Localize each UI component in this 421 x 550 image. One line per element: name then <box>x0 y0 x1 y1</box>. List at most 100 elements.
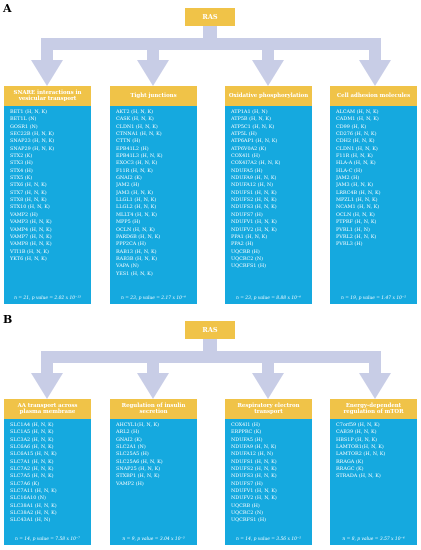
card-title: Cell adhesion molecules <box>330 86 417 106</box>
gene-item: STX10 (H, N, K) <box>10 204 50 211</box>
gene-item: JAM2 (H) <box>116 182 140 189</box>
gene-item: NDUFA9 (H, N, K) <box>231 175 277 182</box>
panel-b-root-node: RAS <box>185 321 235 339</box>
gene-item: ATP6AP1 (H, N, K) <box>231 138 278 145</box>
gene-item: JAM3 (H, N, K) <box>116 189 154 196</box>
arrow-head <box>31 60 63 86</box>
gene-item: STX3 (H) <box>10 160 33 167</box>
gene-item: SLC25A5 (H) <box>116 451 149 458</box>
gene-item: ATP6V0A2 (K) <box>231 145 267 152</box>
gene-item: NDUFA5 (H) <box>231 436 263 443</box>
panel-b-card-insulin-secretion: Regulation of insulin secretion AHCYL1(H… <box>110 399 197 545</box>
gene-item: NDUFV1 (H, N, K) <box>231 488 277 495</box>
gene-list: ATP1A1 (H, N)ATP5B (H, N, K)ATP5C1 (H, N… <box>225 106 312 271</box>
gene-item: LAMTOR2 (H, N, K) <box>336 451 386 458</box>
gene-item: UQCRFS1 (H) <box>231 517 267 524</box>
arrow-drop <box>369 48 381 60</box>
gene-item: PPA2 (H) <box>231 241 254 248</box>
gene-item: STRADA (H, N, K) <box>336 473 381 480</box>
gene-item: NDUFS3 (H, N, K) <box>231 473 277 480</box>
gene-item: CLDN1 (H, N, K) <box>336 145 378 152</box>
arrow-drop <box>369 361 381 373</box>
panel-a-card-cell-adhesion: Cell adhesion molecules ALCAM (H, N, K)C… <box>330 86 417 304</box>
gene-item: NDUFA12 (H, N) <box>231 451 274 458</box>
gene-item: VAMP7 (H, N, K) <box>10 233 52 240</box>
panel-a-letter: A <box>3 2 12 15</box>
gene-item: MPP5 (H) <box>116 219 141 226</box>
gene-item: STX5 (K) <box>10 175 33 182</box>
gene-item: VAMP2 (H) <box>116 480 144 487</box>
gene-item: AKT2 (H, N, K) <box>116 109 154 115</box>
gene-item: NDUFS7 (H) <box>231 480 263 487</box>
arrow-bar <box>41 38 381 50</box>
arrow-head <box>137 373 169 399</box>
gene-item: NDUFS2 (H, N, K) <box>231 466 277 473</box>
gene-item: LAMTOR1(H, N, K) <box>336 444 384 451</box>
gene-item: SLC7A6 (K) <box>10 480 40 487</box>
gene-item: UQCRB (H) <box>231 248 260 255</box>
arrow-drop <box>262 361 274 373</box>
arrow-drop <box>147 48 159 60</box>
gene-item: RAB3B (H, N, K) <box>116 255 157 262</box>
gene-item: PVRL2 (H, N, K) <box>336 233 377 240</box>
arrow-head <box>252 373 284 399</box>
panel-a-card-snare: SNARE interactions in vesicular transpor… <box>4 86 91 304</box>
gene-item: NDUFS1 (H, N, K) <box>231 458 277 465</box>
gene-item: YKT6 (H, N, K) <box>10 255 47 262</box>
gene-item: SLC6A6 (H, N, K) <box>10 444 54 451</box>
gene-item: SLC2A1 (N) <box>116 444 146 451</box>
gene-item: SLC7A11 (H, N, K) <box>10 488 57 495</box>
card-title: Regulation of insulin secretion <box>110 399 197 419</box>
gene-item: SLC38A2 (H, N, K) <box>10 510 57 517</box>
card-stat: n = 23, p value = 8.88 x 10⁻⁶ <box>236 296 301 301</box>
gene-item: SLC1A4 (H, N, K) <box>10 422 54 428</box>
gene-item: ATP1A1 (H, N) <box>231 109 268 115</box>
gene-item: YES1 (H, N, K) <box>116 270 153 277</box>
arrow-drop <box>147 361 159 373</box>
gene-item: SLC38A1 (H, N, K) <box>10 502 57 509</box>
gene-item: RRAGC (K) <box>336 466 364 473</box>
gene-item: PTPRF (H, N, K) <box>336 219 377 226</box>
panel-a-card-oxidative-phosphorylation: Oxidative phosphorylation ATP1A1 (H, N)A… <box>225 86 312 304</box>
card-stat: n = 21, p value = 2.02 x 10⁻¹³ <box>14 296 81 301</box>
gene-item: VAMP3 (H, N, K) <box>10 219 52 226</box>
gene-item: ARL2 (H) <box>116 429 140 436</box>
arrow-bar <box>41 351 381 363</box>
gene-item: VAMP4 (H, N, K) <box>10 226 52 233</box>
gene-item: EPB41L3 (H, N, K) <box>116 153 163 160</box>
gene-item: NCAM1 (H, N, K) <box>336 204 380 211</box>
gene-list: COX4I1 (H)ERPPRC (K)NDUFA5 (H)NDUFA9 (H,… <box>225 419 312 525</box>
gene-item: NDUFS1 (H, N, K) <box>231 189 277 196</box>
panel-b-letter: B <box>3 313 13 326</box>
gene-item: HLA-C (H) <box>336 167 363 174</box>
gene-item: CASK (H, N, K) <box>116 116 154 123</box>
panel-b-card-mtor-regulation: Energy-dependent regulation of mTOR C7or… <box>330 399 417 545</box>
gene-item: SLC7A5 (H, N, K) <box>10 473 54 480</box>
gene-item: COX4I1 (H) <box>231 153 260 160</box>
gene-item: SNAP29 (H, N, K) <box>10 145 55 152</box>
gene-item: ALCAM (H, N, K) <box>336 109 379 115</box>
card-stat: n = 14, p value = 3.56 x 10⁻⁵ <box>236 537 301 542</box>
gene-item: NDUFV1 (H, N, K) <box>231 219 277 226</box>
card-title: SNARE interactions in vesicular transpor… <box>4 86 91 106</box>
gene-item: STXBP1 (H, N, K) <box>116 473 160 480</box>
panel-a-root-node: RAS <box>185 8 235 26</box>
gene-item: SLC43A1 (H, N) <box>10 517 51 524</box>
gene-item: VTI1B (H, N, K) <box>10 248 49 255</box>
gene-item: CLDN1 (H, N, K) <box>116 123 158 130</box>
gene-item: UQCRFS1 (H) <box>231 263 267 270</box>
gene-item: CAB39 (H, N, K) <box>336 429 377 436</box>
gene-item: CADM1 (H, N, K) <box>336 116 379 123</box>
arrow-head <box>252 60 284 86</box>
arrow-head <box>31 373 63 399</box>
gene-item: SLC16A10 (N) <box>10 495 46 502</box>
gene-item: STX6 (H, N, K) <box>10 182 47 189</box>
gene-item: LLGL1 (H, N, K) <box>116 197 157 204</box>
gene-item: PVRL1 (H, N) <box>336 226 370 233</box>
gene-item: JAM2 (H) <box>336 175 360 182</box>
gene-item: C7orf59 (H, N, K) <box>336 422 380 428</box>
card-title: Oxidative phosphorylation <box>225 86 312 106</box>
gene-item: SLC1A5 (H, N, K) <box>10 429 54 436</box>
gene-item: CTTN (H) <box>116 138 141 145</box>
